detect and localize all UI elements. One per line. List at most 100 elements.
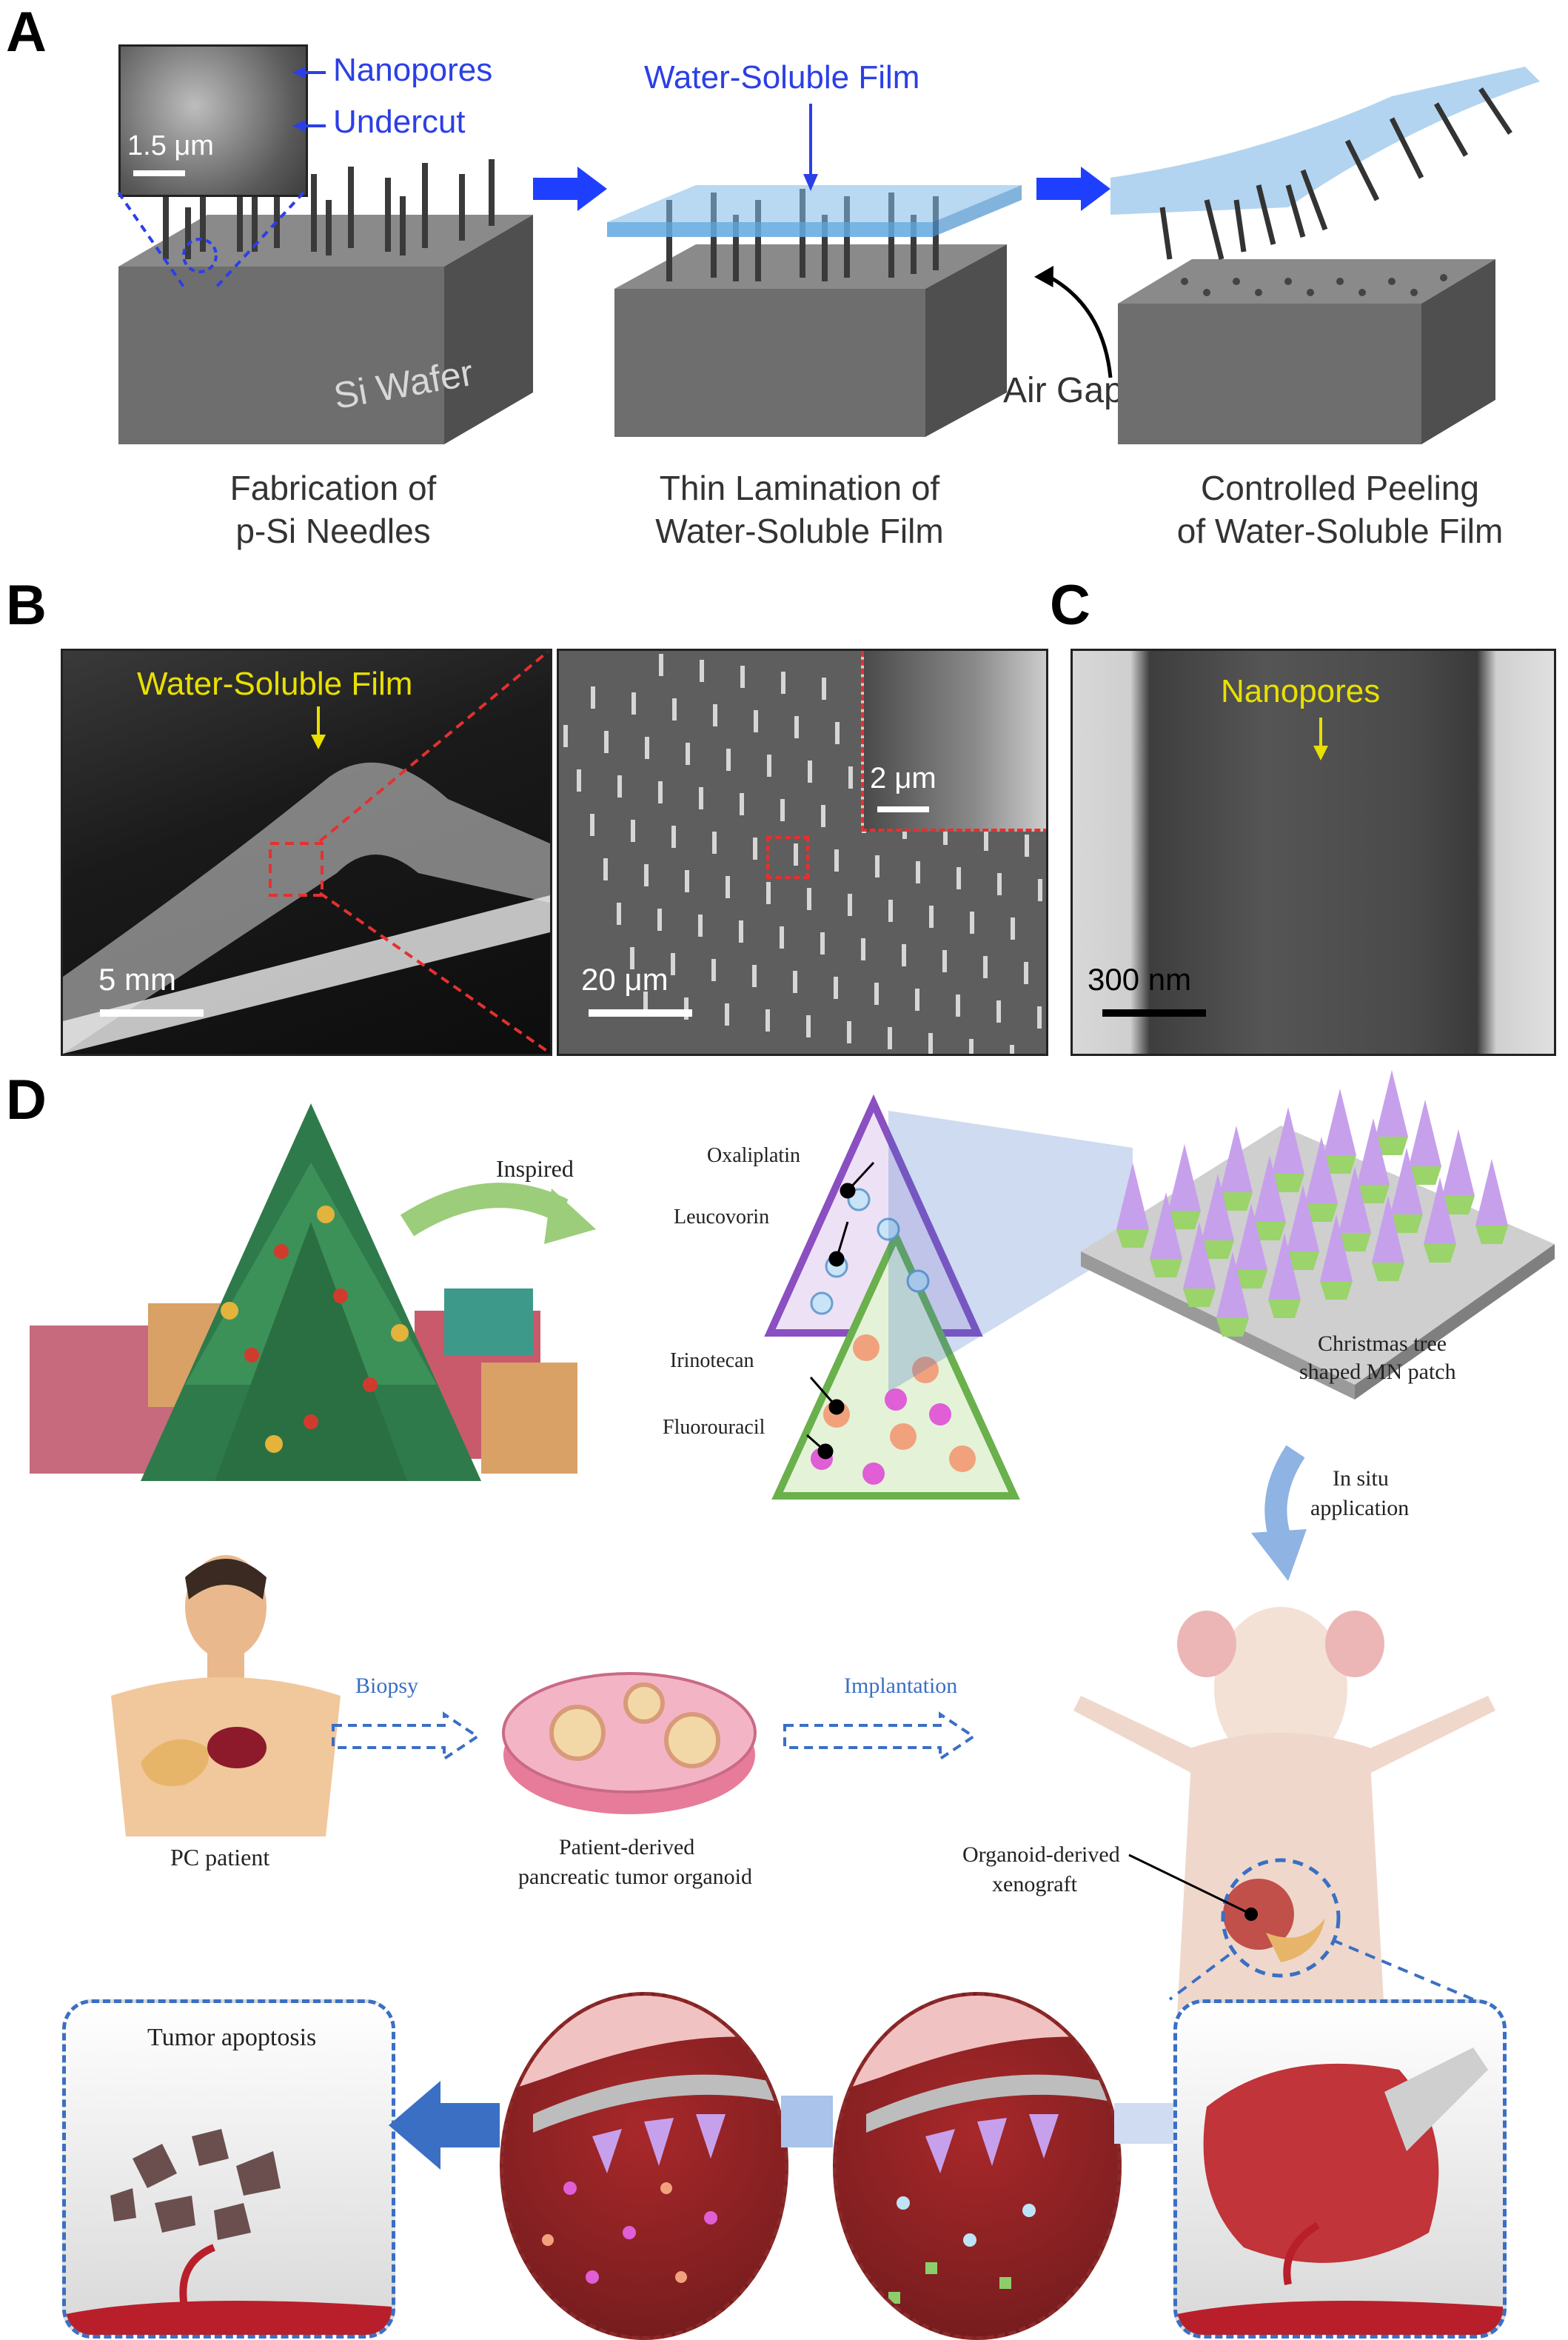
mn-cone [1268,1233,1301,1300]
sem-needle [1010,1045,1014,1054]
sem-needle [725,1003,729,1026]
sem-needle [794,716,799,738]
drug-label-leucovorin: Leucovorin [674,1206,770,1228]
sem-needle [617,903,621,925]
sem-needle [631,820,635,842]
mn-cone [1168,1144,1201,1211]
sem-needle [686,743,690,765]
sem-needle [834,977,838,999]
sem-needle [726,749,731,771]
caption-peeling-line1: Controlled Peeling [1201,469,1479,507]
mn-cone [1339,1166,1371,1233]
organoid-label-line2: pancreatic tumor organoid [518,1865,752,1889]
mn-cone-base [1339,1233,1371,1251]
mn-cone [1424,1177,1456,1244]
panel-a: Si Wafer 1.5 μm Nanopores Undercut [0,0,1568,570]
mn-cone-base [1220,1192,1253,1211]
biopsy-label: Biopsy [355,1674,419,1698]
sem-needle [780,926,784,949]
sem-needle [835,722,840,744]
sem-needle [740,793,744,815]
sem-needle [888,900,893,922]
mn-cone [1287,1185,1319,1251]
mn-cone [1324,1089,1356,1155]
mn-cone-base [1268,1300,1301,1318]
inset-scale-label: 1.5 μm [127,130,214,161]
sem-needle [713,704,717,726]
sem-inset-2um [861,651,1046,832]
sem-needle [983,956,988,978]
mn-cone-base [1442,1196,1475,1214]
mn-cone [1253,1155,1286,1222]
mn-cone-base [1376,1137,1408,1155]
sem-needle [969,1039,974,1054]
panel-letter-a: A [6,1,47,64]
sem-needle [970,912,974,934]
sem-needle [671,953,675,975]
sem-needle [726,876,730,898]
sem-needle [644,864,649,886]
sem-needle [767,755,771,777]
process-arrow-1 [533,167,607,211]
sem-needle [700,660,704,682]
sem-needle [902,944,906,966]
sem-needle [698,915,703,937]
tumor-patch-closeup [1173,1999,1507,2339]
sem-needle [984,829,988,851]
sem-needle [861,938,865,960]
patch-label-line2: shaped MN patch [1299,1360,1456,1384]
sem-needle [808,760,812,783]
mn-cone-base [1372,1263,1404,1281]
sem-needle [754,710,758,732]
scale-bar-300nm [1102,1009,1206,1017]
transition-bar [781,2096,833,2147]
inset-zoom-lines [117,67,326,290]
implantation-arrow [783,1711,976,1762]
organoid-dish-illustration [502,1672,757,1814]
mn-cone [1372,1196,1404,1263]
caption-lamination: Thin Lamination of Water-Soluble Film [614,467,985,552]
mn-cone-base [1253,1222,1286,1240]
sem-needle [847,1021,851,1043]
sem-needle [793,971,797,993]
mn-patch-illustration [1081,1070,1555,1400]
mouse-illustration [1073,1607,1495,2044]
drug-label-oxaliplatin: Oxaliplatin [707,1144,800,1167]
implantation-label: Implantation [844,1674,958,1698]
in-situ-arrow [1251,1445,1307,1581]
scale-label-20um: 20 μm [581,962,669,997]
zoom-projection-beam [888,1111,1133,1392]
film-photo: Water-Soluble Film 5 mm [61,649,552,1056]
sem-needle [563,725,568,747]
inspired-label: Inspired [496,1155,574,1182]
sem-needle [631,692,636,715]
sem-needle [848,766,853,789]
caption-peeling-line2: of Water-Soluble Film [1176,512,1504,550]
sem-needle [604,731,609,753]
air-gap-label: Air Gap [1003,371,1124,410]
nanopores-label: Nanopores [333,52,493,88]
mn-cone-base [1272,1174,1304,1192]
mn-cone [1320,1214,1353,1281]
inset-scale-bar [133,170,185,176]
sem-needle [617,775,622,798]
sem-needle [603,858,608,880]
mn-cone [1202,1174,1234,1240]
sem-needle [766,882,771,904]
sem-needle [658,781,663,803]
sem-needle [765,1009,770,1032]
scale-label-5mm: 5 mm [98,962,176,997]
film-photo-pointer [311,706,326,749]
sem-needle [874,983,879,1005]
sem-needle [806,1015,811,1037]
mn-cone [1272,1107,1304,1174]
sem-needle [848,894,852,916]
drug-label-irinotecan: Irinotecan [670,1349,754,1372]
mn-cone-base [1202,1240,1234,1259]
mn-cone-base [1409,1166,1441,1185]
caption-fabrication-line2: p-Si Needles [235,512,431,550]
sem-needle [822,678,826,700]
caption-fabrication: Fabrication of p-Si Needles [148,467,518,552]
